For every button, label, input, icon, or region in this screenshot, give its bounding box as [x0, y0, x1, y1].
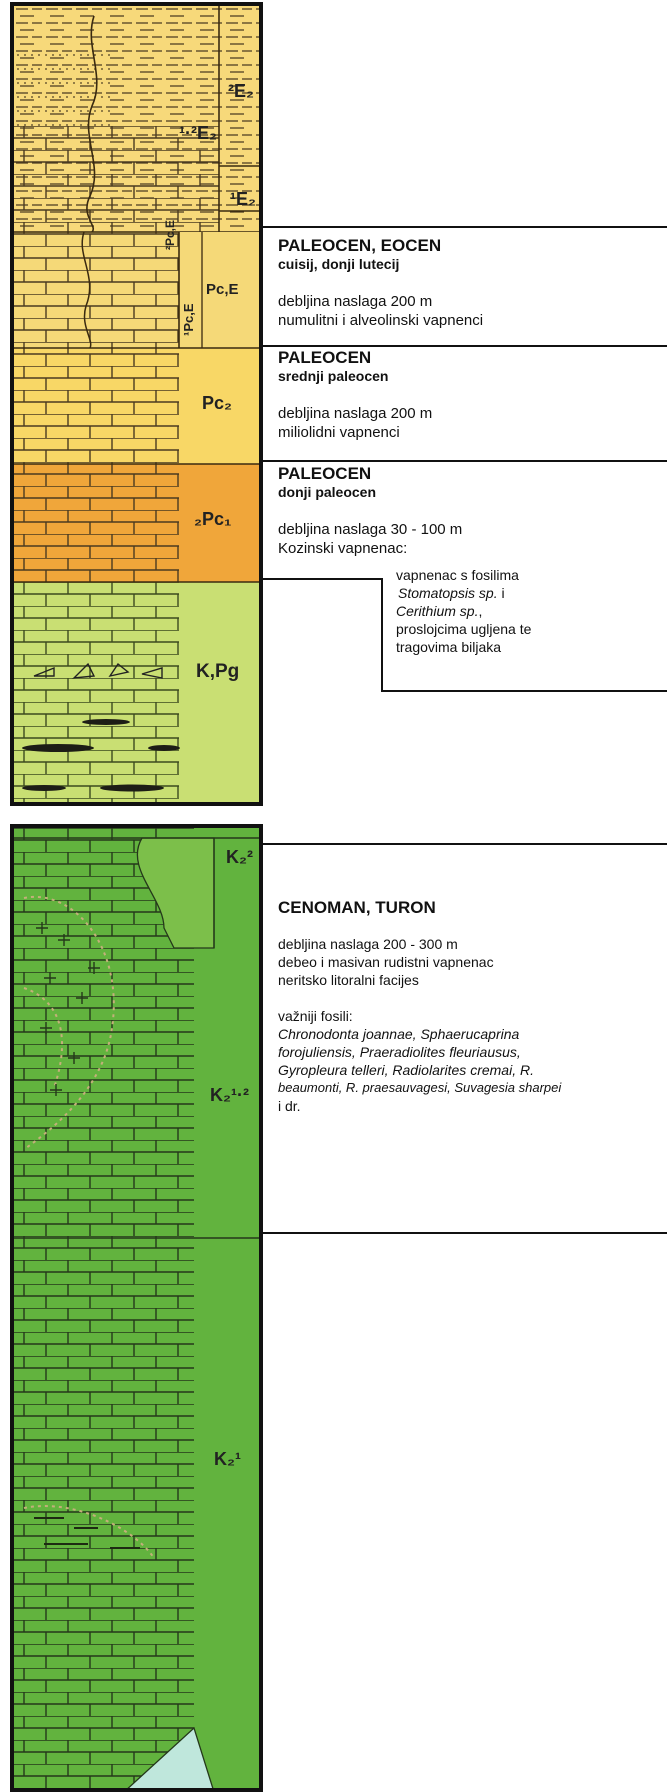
- cyan-wedge: [127, 1726, 214, 1788]
- label-e2-12: ¹·²E₂: [179, 123, 217, 143]
- label-kpg: K,Pg: [196, 661, 240, 682]
- fossils-line-5: i dr.: [278, 1098, 301, 1114]
- fossil-stomatopsis: Stomatopsis sp.: [398, 585, 498, 601]
- rock-paleocen-eocen: numulitni i alveolinski vapnenci: [278, 312, 484, 329]
- detail-line-3: Cerithium sp.,: [396, 602, 656, 620]
- rock-srednji-paleocen: miliolidni vapnenci: [278, 424, 400, 441]
- thickness-paleocen-eocen: debljina naslaga 200 m: [278, 293, 433, 310]
- description-srednji-paleocen: PALEOCEN srednji paleocen debljina nasla…: [278, 348, 658, 442]
- label-e2-lower: ¹E₂: [230, 189, 256, 209]
- connector-line-4: [263, 843, 667, 845]
- label-k2-12: K₂¹·²: [210, 1085, 249, 1105]
- title-cenoman-turon: CENOMAN, TURON: [278, 898, 436, 917]
- label-pc-e-vertical-b: ¹Pc,E: [181, 303, 196, 336]
- connector-bracket-bottom: [381, 690, 667, 692]
- rock-donji-paleocen: Kozinski vapnenac:: [278, 540, 408, 557]
- fossils-line-4: beaumonti, R. praesauvagesi, Suvagesia s…: [278, 1080, 562, 1095]
- detail-line-2: Stomatopsis sp. i: [396, 584, 656, 602]
- subtitle-paleocen-eocen: cuisij, donji lutecij: [278, 256, 400, 272]
- upper-stratigraphic-column: ²E₂ ¹·²E₂ ¹E₂ Pc,E ²Pc,E ¹Pc,E Pc₂ ₂Pc₁ …: [10, 2, 263, 806]
- label-pc2: Pc₂: [202, 393, 233, 413]
- facies-cenoman-turon: neritsko litoralni facijes: [278, 972, 419, 988]
- title-paleocen-eocen: PALEOCEN, EOCEN: [278, 236, 442, 255]
- fossils-line-3: Gyropleura telleri, Radiolarites cremai,…: [278, 1062, 534, 1078]
- rock-cenoman-turon: debeo i masivan rudistni vapnenac: [278, 954, 494, 970]
- connector-line-1: [263, 226, 667, 228]
- subtitle-donji-paleocen: donji paleocen: [278, 484, 377, 500]
- upper-column-graphics: [14, 6, 259, 802]
- detail-line-1: vapnenac s fosilima: [396, 567, 519, 583]
- label-e2-upper: ²E₂: [228, 81, 254, 101]
- fossils-line-1: Chronodonta joannae, Sphaerucaprina: [278, 1026, 520, 1042]
- lower-column-graphics: [14, 828, 259, 1788]
- title-donji-paleocen: PALEOCEN: [278, 464, 372, 483]
- thickness-srednji-paleocen: debljina naslaga 200 m: [278, 405, 433, 422]
- connector-line-3: [263, 460, 667, 462]
- description-donji-paleocen: PALEOCEN donji paleocen debljina naslaga…: [278, 464, 658, 558]
- label-pc1: ₂Pc₁: [194, 509, 232, 529]
- label-k2-1: K₂¹: [214, 1449, 241, 1469]
- fossils-label: važniji fosili:: [278, 1008, 353, 1024]
- description-paleocen-eocen: PALEOCEN, EOCEN cuisij, donji lutecij de…: [278, 236, 658, 330]
- label-k2-2: K₂²: [226, 847, 253, 867]
- connector-line-2: [263, 345, 667, 347]
- detail-line-2-suffix: i: [497, 585, 505, 601]
- detail-line-5: tragovima biljaka: [396, 639, 502, 655]
- detail-line-4: proslojcima ugljena te: [396, 621, 532, 637]
- subtitle-srednji-paleocen: srednji paleocen: [278, 368, 389, 384]
- connector-line-5: [263, 1232, 667, 1234]
- fossils-line-2: forojuliensis, Praeradiolites fleuriausu…: [278, 1044, 521, 1060]
- description-cenoman-turon: CENOMAN, TURON debljina naslaga 200 - 30…: [278, 898, 666, 1115]
- title-srednji-paleocen: PALEOCEN: [278, 348, 372, 367]
- label-pc-e-right: Pc,E: [206, 281, 239, 298]
- detail-line-3-suffix: ,: [478, 603, 483, 619]
- thickness-donji-paleocen: debljina naslaga 30 - 100 m: [278, 521, 463, 538]
- description-donji-paleocen-detail: vapnenac s fosilima Stomatopsis sp. i Ce…: [396, 566, 656, 656]
- label-pc-e-vertical-a: ²Pc,E: [163, 219, 177, 250]
- thickness-cenoman-turon: debljina naslaga 200 - 300 m: [278, 936, 458, 952]
- connector-bracket: [263, 578, 383, 692]
- lower-stratigraphic-column: K₂² K₂¹·² K₂¹: [10, 824, 263, 1792]
- k2-2-inset: [136, 837, 215, 949]
- fossil-cerithium: Cerithium sp.: [396, 603, 479, 619]
